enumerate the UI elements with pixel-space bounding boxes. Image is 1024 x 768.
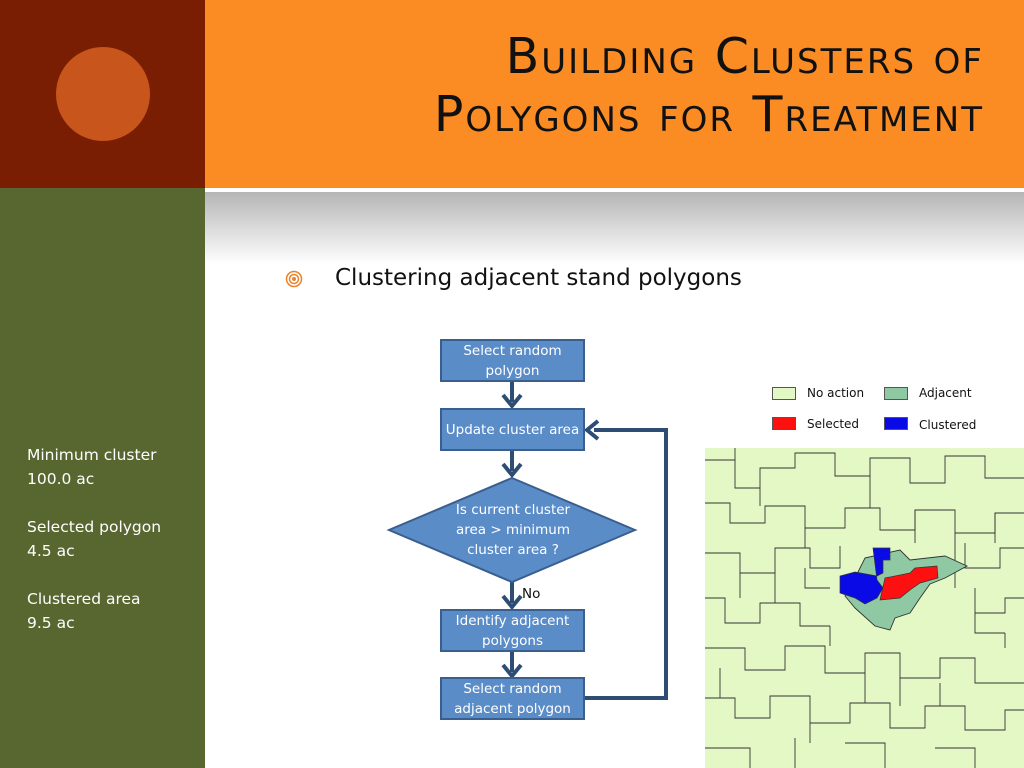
legend-swatch-adjacent <box>884 387 908 400</box>
legend-label-adjacent: Adjacent <box>919 386 972 400</box>
slide-title: Building Clusters of Polygons for Treatm… <box>434 28 984 144</box>
flow-step-update-cluster: Update cluster area <box>440 408 585 451</box>
min-cluster-value: 100.0 ac <box>27 470 95 488</box>
legend-swatch-clustered <box>884 417 908 430</box>
legend-swatch-selected <box>772 417 796 430</box>
sidebar-stats: Minimum cluster 100.0 ac Selected polygo… <box>27 443 161 635</box>
corner-block <box>0 0 205 188</box>
title-divider <box>205 188 1024 192</box>
bullet-target-icon <box>285 270 303 288</box>
decorative-circle <box>56 47 150 141</box>
title-line-1: Building Clusters of <box>505 28 984 85</box>
stand-polygon-map <box>705 448 1024 768</box>
selected-polygon-label: Selected polygon <box>27 518 162 536</box>
legend-label-no-action: No action <box>807 386 865 400</box>
legend-swatch-no-action <box>772 387 796 400</box>
flow-step-select-polygon: Select random polygon <box>440 339 585 382</box>
selected-polygon-value: 4.5 ac <box>27 542 75 560</box>
left-sidebar <box>0 188 205 768</box>
min-cluster-label: Minimum cluster <box>27 446 157 464</box>
flow-decision-text: Is current cluster area > minimum cluste… <box>455 502 571 558</box>
title-line-2: Polygons for Treatment <box>433 86 984 143</box>
flow-no-label: No <box>522 586 541 602</box>
legend-label-clustered: Clustered <box>919 418 977 432</box>
flow-step-identify-adjacent: Identify adjacent polygons <box>440 609 585 652</box>
polygon-map-graphic <box>705 448 1024 768</box>
loop-back-arrow <box>585 428 668 700</box>
clustered-area-label: Clustered area <box>27 590 141 608</box>
title-bar: Building Clusters of Polygons for Treatm… <box>205 0 1024 188</box>
clustered-area-value: 9.5 ac <box>27 614 75 632</box>
legend-label-selected: Selected <box>807 417 860 431</box>
bullet-text: Clustering adjacent stand polygons <box>335 265 742 291</box>
shadow-band <box>205 192 1024 264</box>
flow-step-select-adjacent: Select random adjacent polygon <box>440 677 585 720</box>
